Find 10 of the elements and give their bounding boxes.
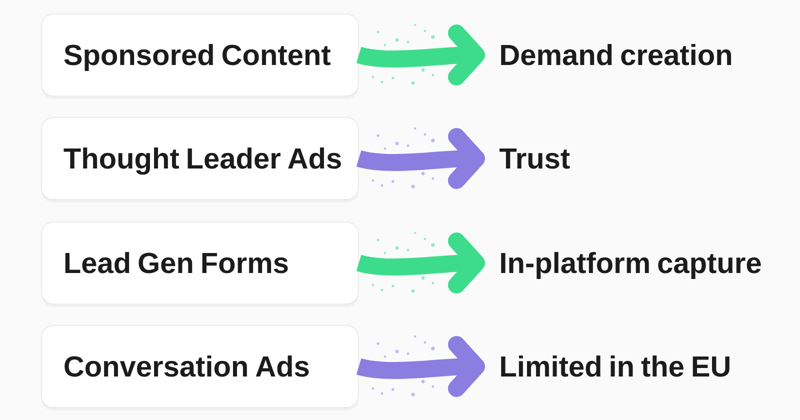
arrow <box>356 232 485 294</box>
outcome-label: Limited in the EU <box>501 355 730 377</box>
text-card: Thought Leader Ads <box>41 117 359 202</box>
arrow <box>356 24 485 86</box>
outcome-label: Trust <box>500 148 570 169</box>
text-card: Lead Gen Forms <box>41 222 359 307</box>
outcome-label: In-platform capture <box>501 252 761 280</box>
outcome-label: Demand creation <box>501 44 732 66</box>
text-card: Conversation Ads <box>41 325 359 410</box>
text-card: Sponsored Content <box>41 14 359 99</box>
